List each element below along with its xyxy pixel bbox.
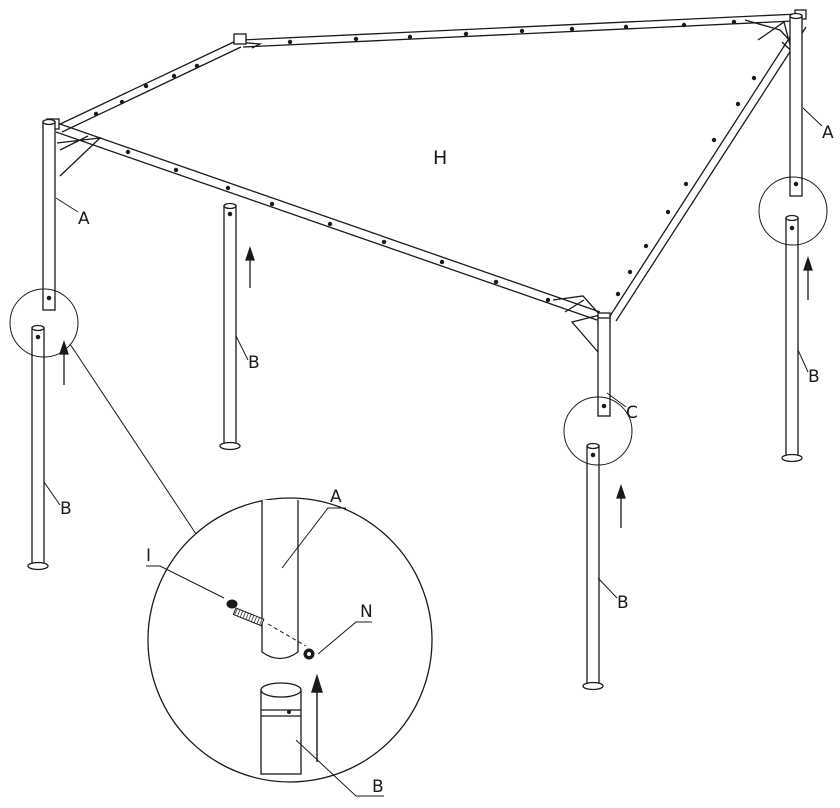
part-labels: H A A C B B B B A B I N bbox=[60, 123, 834, 797]
leader-detail-b bbox=[295, 739, 384, 797]
detail-lower-pole bbox=[260, 689, 302, 775]
detail-circle-right bbox=[758, 176, 828, 246]
detail-circle-left bbox=[9, 288, 79, 358]
lower-legs bbox=[27, 202, 803, 691]
lower-leg-back-right bbox=[785, 217, 799, 459]
label-upper-leg-front: C bbox=[626, 403, 638, 423]
corner-bracket-front bbox=[552, 295, 602, 353]
magnified-detail bbox=[146, 497, 433, 797]
detail-leader-line bbox=[69, 343, 201, 541]
detail-highlight-circles bbox=[9, 176, 828, 541]
frame-bar-right bbox=[609, 22, 807, 322]
arrow-up-icon bbox=[803, 255, 813, 300]
assembly-arrows bbox=[59, 245, 813, 528]
upper-leg-right bbox=[789, 15, 803, 197]
label-detail-lower-pole: B bbox=[372, 777, 384, 797]
arrow-up-icon bbox=[245, 245, 255, 288]
detail-upper-pole bbox=[261, 500, 299, 660]
label-lower-leg-back-right: B bbox=[808, 367, 820, 387]
label-detail-nut: N bbox=[360, 602, 373, 622]
label-canopy: H bbox=[433, 147, 447, 169]
canopy-clips bbox=[93, 19, 757, 303]
upper-leg-left bbox=[42, 121, 56, 311]
arrow-up-icon bbox=[59, 339, 69, 385]
detail-bolt bbox=[226, 599, 265, 627]
corner-hub-back bbox=[233, 33, 247, 45]
label-upper-leg-left: A bbox=[78, 209, 90, 229]
leader-detail-i bbox=[146, 565, 225, 599]
label-upper-leg-right: A bbox=[822, 123, 834, 143]
frame-bar-back bbox=[240, 13, 799, 48]
label-lower-leg-back-left: B bbox=[248, 353, 260, 373]
label-lower-leg-front-right: B bbox=[617, 593, 629, 613]
lower-leg-front-right bbox=[586, 445, 600, 687]
label-leaders bbox=[43, 107, 823, 599]
arrow-up-icon bbox=[616, 483, 626, 528]
leader-detail-a bbox=[281, 507, 346, 569]
arrow-up-icon bbox=[311, 673, 323, 762]
upper-leg-front bbox=[597, 317, 611, 417]
frame-bar-front bbox=[55, 123, 601, 321]
label-lower-leg-front-left: B bbox=[60, 499, 72, 519]
label-detail-upper-pole: A bbox=[330, 487, 342, 507]
corner-bracket-left bbox=[56, 135, 102, 177]
lower-leg-back-left bbox=[223, 205, 237, 447]
label-detail-bolt: I bbox=[146, 546, 151, 566]
lower-leg-front-left bbox=[31, 327, 45, 567]
upper-legs bbox=[42, 12, 803, 417]
detail-circle-front bbox=[563, 396, 633, 466]
leader-detail-n bbox=[317, 621, 372, 655]
frame-bar-back-left bbox=[55, 39, 242, 133]
canopy-frame bbox=[46, 9, 807, 353]
